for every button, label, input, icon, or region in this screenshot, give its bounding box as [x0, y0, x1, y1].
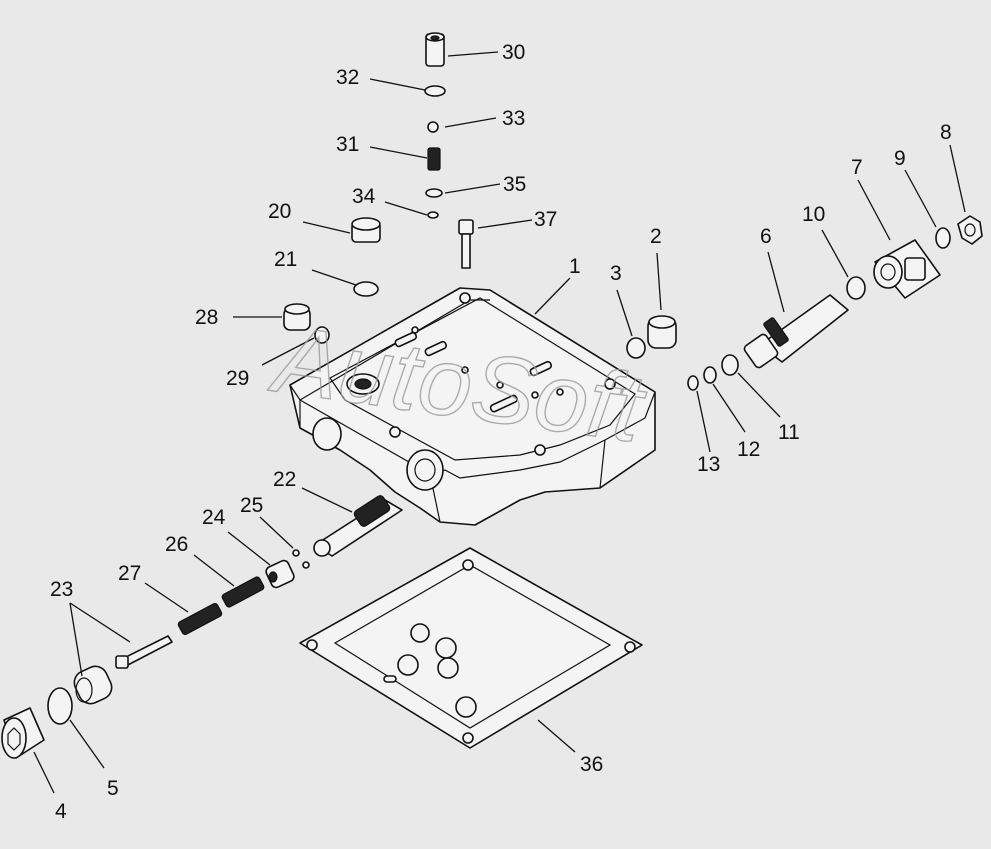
part-37-bolt — [458, 219, 474, 269]
callout-7: 7 — [851, 156, 863, 179]
part-31-spring — [427, 147, 441, 171]
part-33-ball — [427, 121, 439, 133]
callout-35: 35 — [503, 173, 526, 196]
part-25-ball — [292, 549, 300, 557]
callout-13: 13 — [697, 453, 720, 476]
callout-25: 25 — [240, 494, 263, 517]
callout-27: 27 — [118, 562, 141, 585]
callout-labels: 30 32 33 31 35 34 37 20 21 28 29 1 2 3 6… — [50, 41, 952, 823]
part-11-ring — [721, 354, 739, 376]
part-25-ball-2 — [302, 561, 310, 569]
callout-6: 6 — [760, 225, 772, 248]
callout-4: 4 — [55, 800, 67, 823]
part-1-valve-body — [289, 287, 656, 526]
part-29-oring — [314, 326, 330, 344]
part-23-cap — [73, 665, 113, 705]
part-20-plug — [351, 217, 381, 243]
callout-28: 28 — [195, 306, 218, 329]
part-34-ring — [427, 211, 439, 219]
callout-12: 12 — [737, 438, 760, 461]
callout-34: 34 — [352, 185, 376, 208]
part-12-ring — [703, 366, 717, 384]
callout-33: 33 — [502, 107, 525, 130]
callout-1: 1 — [569, 255, 581, 278]
callout-23: 23 — [50, 578, 73, 601]
part-32-ring — [424, 85, 446, 97]
part-8-nut — [957, 215, 983, 245]
part-35-ring — [425, 188, 443, 198]
part-24-piston — [265, 559, 295, 589]
callout-29: 29 — [226, 367, 249, 390]
part-23-pin — [115, 635, 173, 669]
callout-5: 5 — [107, 777, 119, 800]
callout-10: 10 — [802, 203, 825, 226]
callout-36: 36 — [580, 753, 603, 776]
callout-3: 3 — [610, 262, 622, 285]
part-28-plug — [283, 303, 311, 331]
part-7-coil — [873, 239, 941, 299]
callout-30: 30 — [502, 41, 525, 64]
callout-21: 21 — [274, 248, 297, 271]
callout-32: 32 — [336, 66, 359, 89]
part-2-plug — [647, 315, 677, 349]
callout-9: 9 — [894, 147, 906, 170]
callout-22: 22 — [273, 468, 296, 491]
callout-37: 37 — [534, 208, 557, 231]
callout-8: 8 — [940, 121, 952, 144]
part-4-plug — [1, 707, 45, 759]
callout-20: 20 — [268, 200, 291, 223]
leader-lines — [33, 51, 966, 794]
part-22-spool — [313, 495, 403, 557]
callout-31: 31 — [336, 133, 359, 156]
part-10-ring — [846, 276, 866, 300]
part-3-oring — [626, 337, 646, 359]
part-27-spring — [177, 602, 223, 636]
callout-26: 26 — [165, 533, 188, 556]
callout-24: 24 — [202, 506, 226, 529]
callout-11: 11 — [778, 421, 800, 444]
part-5-ring — [47, 687, 73, 725]
part-21-oring — [353, 281, 379, 297]
part-30-pin — [425, 32, 445, 67]
part-6-solenoid-valve — [743, 294, 849, 369]
callout-2: 2 — [650, 225, 662, 248]
part-9-ring — [935, 227, 951, 249]
part-36-gasket — [299, 547, 643, 749]
part-26-spring — [221, 576, 265, 608]
part-13-ring — [687, 375, 699, 391]
